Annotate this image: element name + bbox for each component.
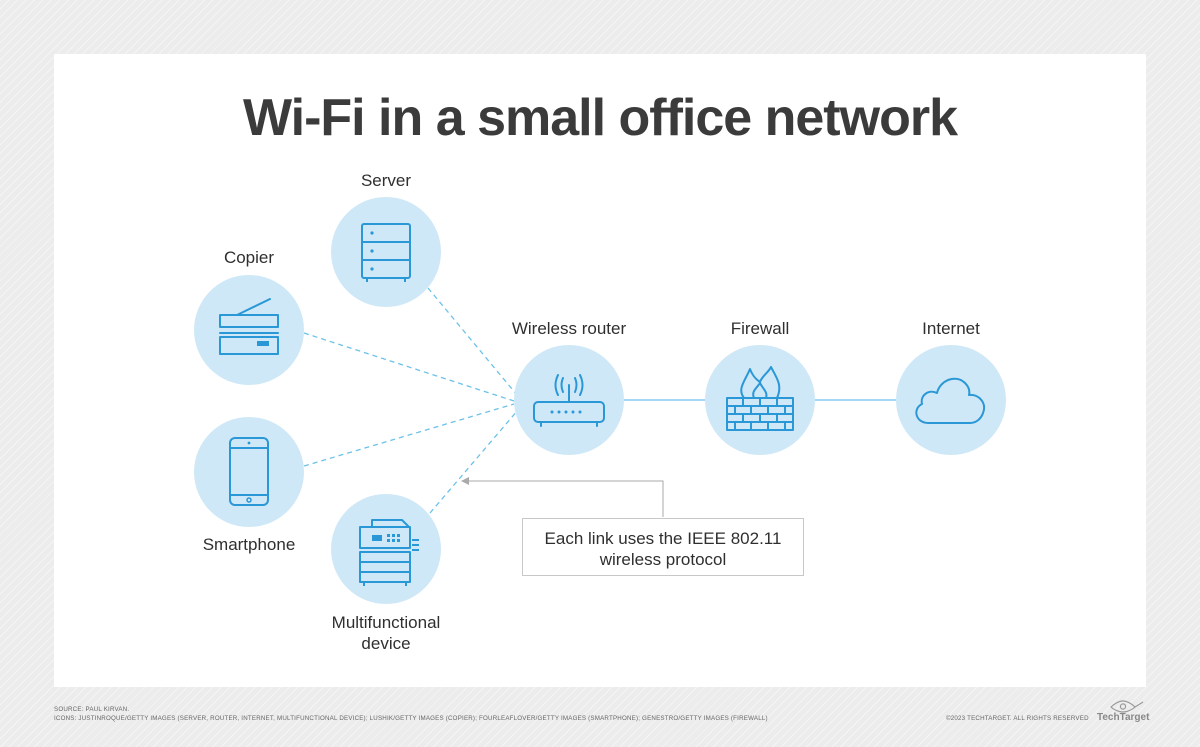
internet-node	[896, 345, 1006, 455]
mfd-node	[331, 494, 441, 604]
router-node	[514, 345, 624, 455]
footer-copyright: ©2023 TECHTARGET. ALL RIGHTS RESERVED	[946, 715, 1089, 722]
footer-source: SOURCE: PAUL KIRVAN.	[54, 706, 130, 713]
smartphone-label: Smartphone	[202, 535, 296, 554]
link-smartphone-router	[303, 403, 515, 467]
mfd-label: Multifunctional device	[306, 612, 466, 654]
mfd-label-line2: device	[361, 634, 411, 653]
copier-icon	[219, 298, 279, 355]
copier-node	[194, 275, 304, 385]
link-copier-router	[303, 332, 515, 402]
diagram-title: Wi-Fi in a small office network	[243, 89, 958, 147]
server-label: Server	[360, 171, 412, 190]
link-mfd-router	[429, 409, 519, 514]
internet-label: Internet	[922, 319, 980, 338]
eye-logo-icon	[1110, 700, 1144, 713]
techtarget-logo: TechTarget	[1097, 699, 1149, 725]
brand-wordmark: TechTarget	[1097, 712, 1150, 723]
cloud-icon	[915, 377, 985, 424]
server-node	[331, 197, 441, 307]
smartphone-icon	[229, 437, 269, 506]
protocol-callout: Each link uses the IEEE 802.11 wireless …	[522, 518, 804, 576]
smartphone-node	[194, 417, 304, 527]
callout-pointer	[466, 480, 664, 517]
multifunction-printer-icon	[359, 519, 419, 586]
server-rack-icon	[361, 223, 411, 282]
callout-arrowhead	[461, 477, 469, 485]
firewall-label: Firewall	[730, 319, 790, 338]
callout-line1: Each link uses the IEEE 802.11	[544, 529, 782, 548]
wireless-router-icon	[533, 374, 605, 427]
copier-label: Copier	[223, 248, 275, 267]
mfd-label-line1: Multifunctional	[331, 613, 441, 632]
callout-line2: wireless protocol	[599, 550, 727, 569]
link-server-router	[427, 287, 518, 396]
footer-icon-credits: ICONS: JUSTINROQUE/GETTY IMAGES (SERVER,…	[54, 715, 768, 722]
firewall-icon	[726, 366, 794, 431]
firewall-node	[705, 345, 815, 455]
router-label: Wireless router	[511, 319, 627, 338]
